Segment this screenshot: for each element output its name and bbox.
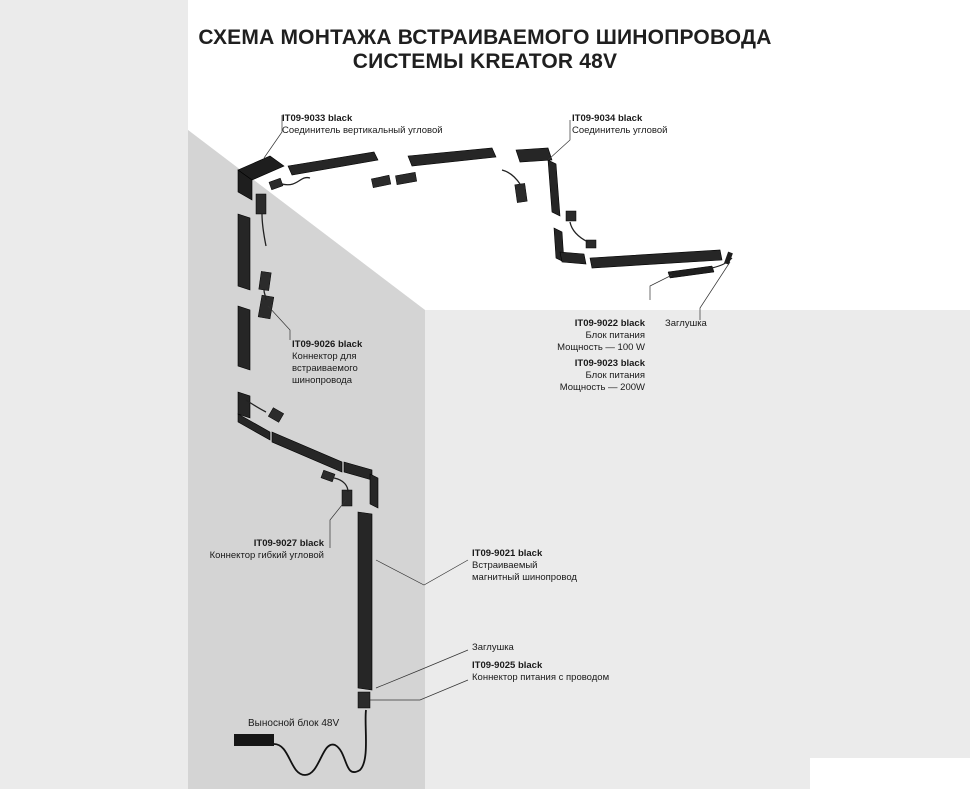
label-code: IT09-9027 black bbox=[253, 538, 324, 549]
leader-lines bbox=[263, 115, 731, 701]
label-code: IT09-9023 black bbox=[574, 358, 645, 369]
label-code: IT09-9034 black bbox=[572, 113, 643, 124]
label-description-line1: Блок питания bbox=[585, 370, 645, 381]
wall-wires bbox=[245, 213, 349, 493]
label-code: IT09-9022 black bbox=[574, 318, 645, 329]
label-description-line1: Блок питания bbox=[585, 330, 645, 341]
label-track-connector: IT09-9026 black Коннектор для встраиваем… bbox=[292, 339, 362, 387]
ceiling-connectors bbox=[268, 172, 597, 249]
label-power-connector: IT09-9025 black Коннектор питания с пров… bbox=[472, 660, 609, 684]
label-description: Заглушка bbox=[472, 642, 514, 653]
label-description-line2: магнитный шинопровод bbox=[472, 572, 577, 583]
diagram-title-line2: СИСТЕМЫ KREATOR 48V bbox=[352, 50, 618, 73]
label-description-line2: Мощность — 200W bbox=[559, 382, 645, 393]
wall-track-segments bbox=[237, 213, 379, 691]
remote-power-unit bbox=[234, 709, 367, 776]
ceiling-wires bbox=[281, 169, 589, 243]
corner-vertical-connector bbox=[237, 155, 285, 201]
label-description-line2: встраиваемого bbox=[292, 363, 358, 374]
ceiling-plane bbox=[188, 0, 970, 310]
label-description: Заглушка bbox=[665, 318, 707, 329]
label-description: Выносной блок 48V bbox=[248, 718, 340, 729]
label-corner-vertical-connector: IT09-9033 black Соединитель вертикальный… bbox=[282, 113, 443, 137]
label-code: IT09-9026 black bbox=[292, 339, 363, 350]
label-end-cap-ceiling: Заглушка bbox=[665, 318, 707, 330]
label-description: Соединитель вертикальный угловой bbox=[282, 125, 443, 136]
label-end-cap-wall: Заглушка bbox=[472, 642, 514, 654]
corner-patch bbox=[810, 758, 970, 789]
label-remote-unit: Выносной блок 48V bbox=[248, 718, 339, 730]
label-description-line3: шинопровода bbox=[292, 375, 353, 386]
diagram-title-line1: СХЕМА МОНТАЖА ВСТРАИВАЕМОГО ШИНОПРОВОДА bbox=[198, 26, 772, 49]
label-power-supply-100: IT09-9022 black Блок питания Мощность — … bbox=[545, 318, 645, 354]
wall-connectors bbox=[255, 193, 371, 709]
label-power-supply-200: IT09-9023 black Блок питания Мощность — … bbox=[545, 358, 645, 394]
label-description: Коннектор питания с проводом bbox=[472, 672, 610, 683]
label-description-line1: Коннектор для bbox=[292, 351, 357, 362]
label-description-line2: Мощность — 100 W bbox=[557, 342, 645, 353]
label-code: IT09-9033 black bbox=[282, 113, 353, 124]
label-description: Коннектор гибкий угловой bbox=[209, 550, 324, 561]
label-flexible-corner-connector: IT09-9027 black Коннектор гибкий угловой bbox=[200, 538, 324, 562]
ceiling-power-supply bbox=[667, 251, 733, 279]
label-corner-connector: IT09-9034 black Соединитель угловой bbox=[572, 113, 667, 137]
label-code: IT09-9025 black bbox=[472, 660, 543, 671]
label-magnetic-track: IT09-9021 black Встраиваемый магнитный ш… bbox=[472, 548, 577, 584]
label-description: Соединитель угловой bbox=[572, 125, 668, 136]
label-code: IT09-9021 black bbox=[472, 548, 543, 559]
ceiling-track-segments bbox=[287, 147, 723, 269]
label-description-line1: Встраиваемый bbox=[472, 560, 538, 571]
